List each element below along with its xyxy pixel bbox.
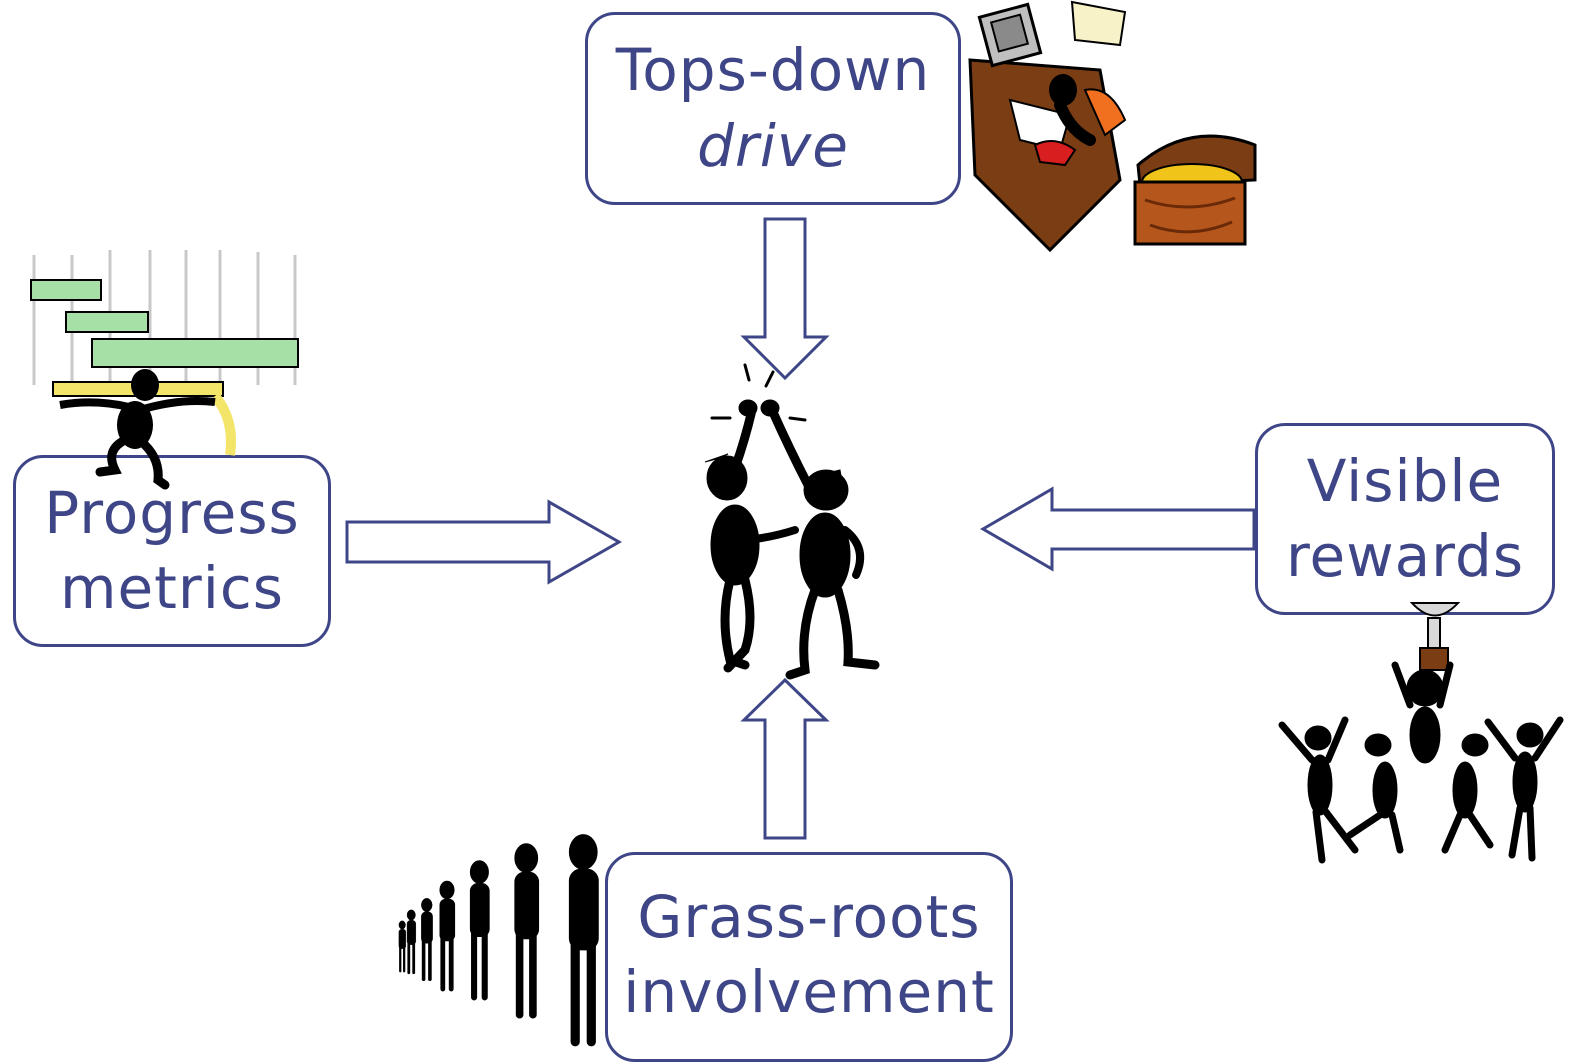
node-right-line1: Visible [1306, 446, 1504, 515]
node-grass-roots-involvement: Grass-roots involvement [605, 852, 1013, 1062]
node-top-line1: Tops-down [615, 36, 931, 105]
node-top-line2: drive [697, 111, 849, 180]
trophy-celebration-icon [1278, 602, 1564, 864]
node-left-line2: metrics [60, 554, 284, 622]
node-progress-metrics: Progress metrics [13, 455, 331, 647]
executive-desk-icon [968, 0, 1257, 253]
node-bottom-line2: involvement [623, 958, 995, 1027]
gantt-metrics-icon [30, 250, 299, 490]
high-five-figures-icon [704, 363, 880, 680]
arrow-right-to-center [980, 486, 1256, 572]
node-visible-rewards: Visible rewards [1255, 423, 1555, 615]
node-right-line2: rewards [1285, 522, 1525, 590]
node-bottom-line1: Grass-roots [637, 883, 981, 951]
people-line-icon [398, 834, 599, 1047]
node-tops-down-drive: Tops-down drive [585, 12, 961, 205]
arrow-top-to-center [740, 217, 830, 381]
arrow-left-to-center [345, 499, 623, 585]
node-left-line1: Progress [44, 478, 300, 547]
arrow-bottom-to-center [740, 677, 830, 840]
